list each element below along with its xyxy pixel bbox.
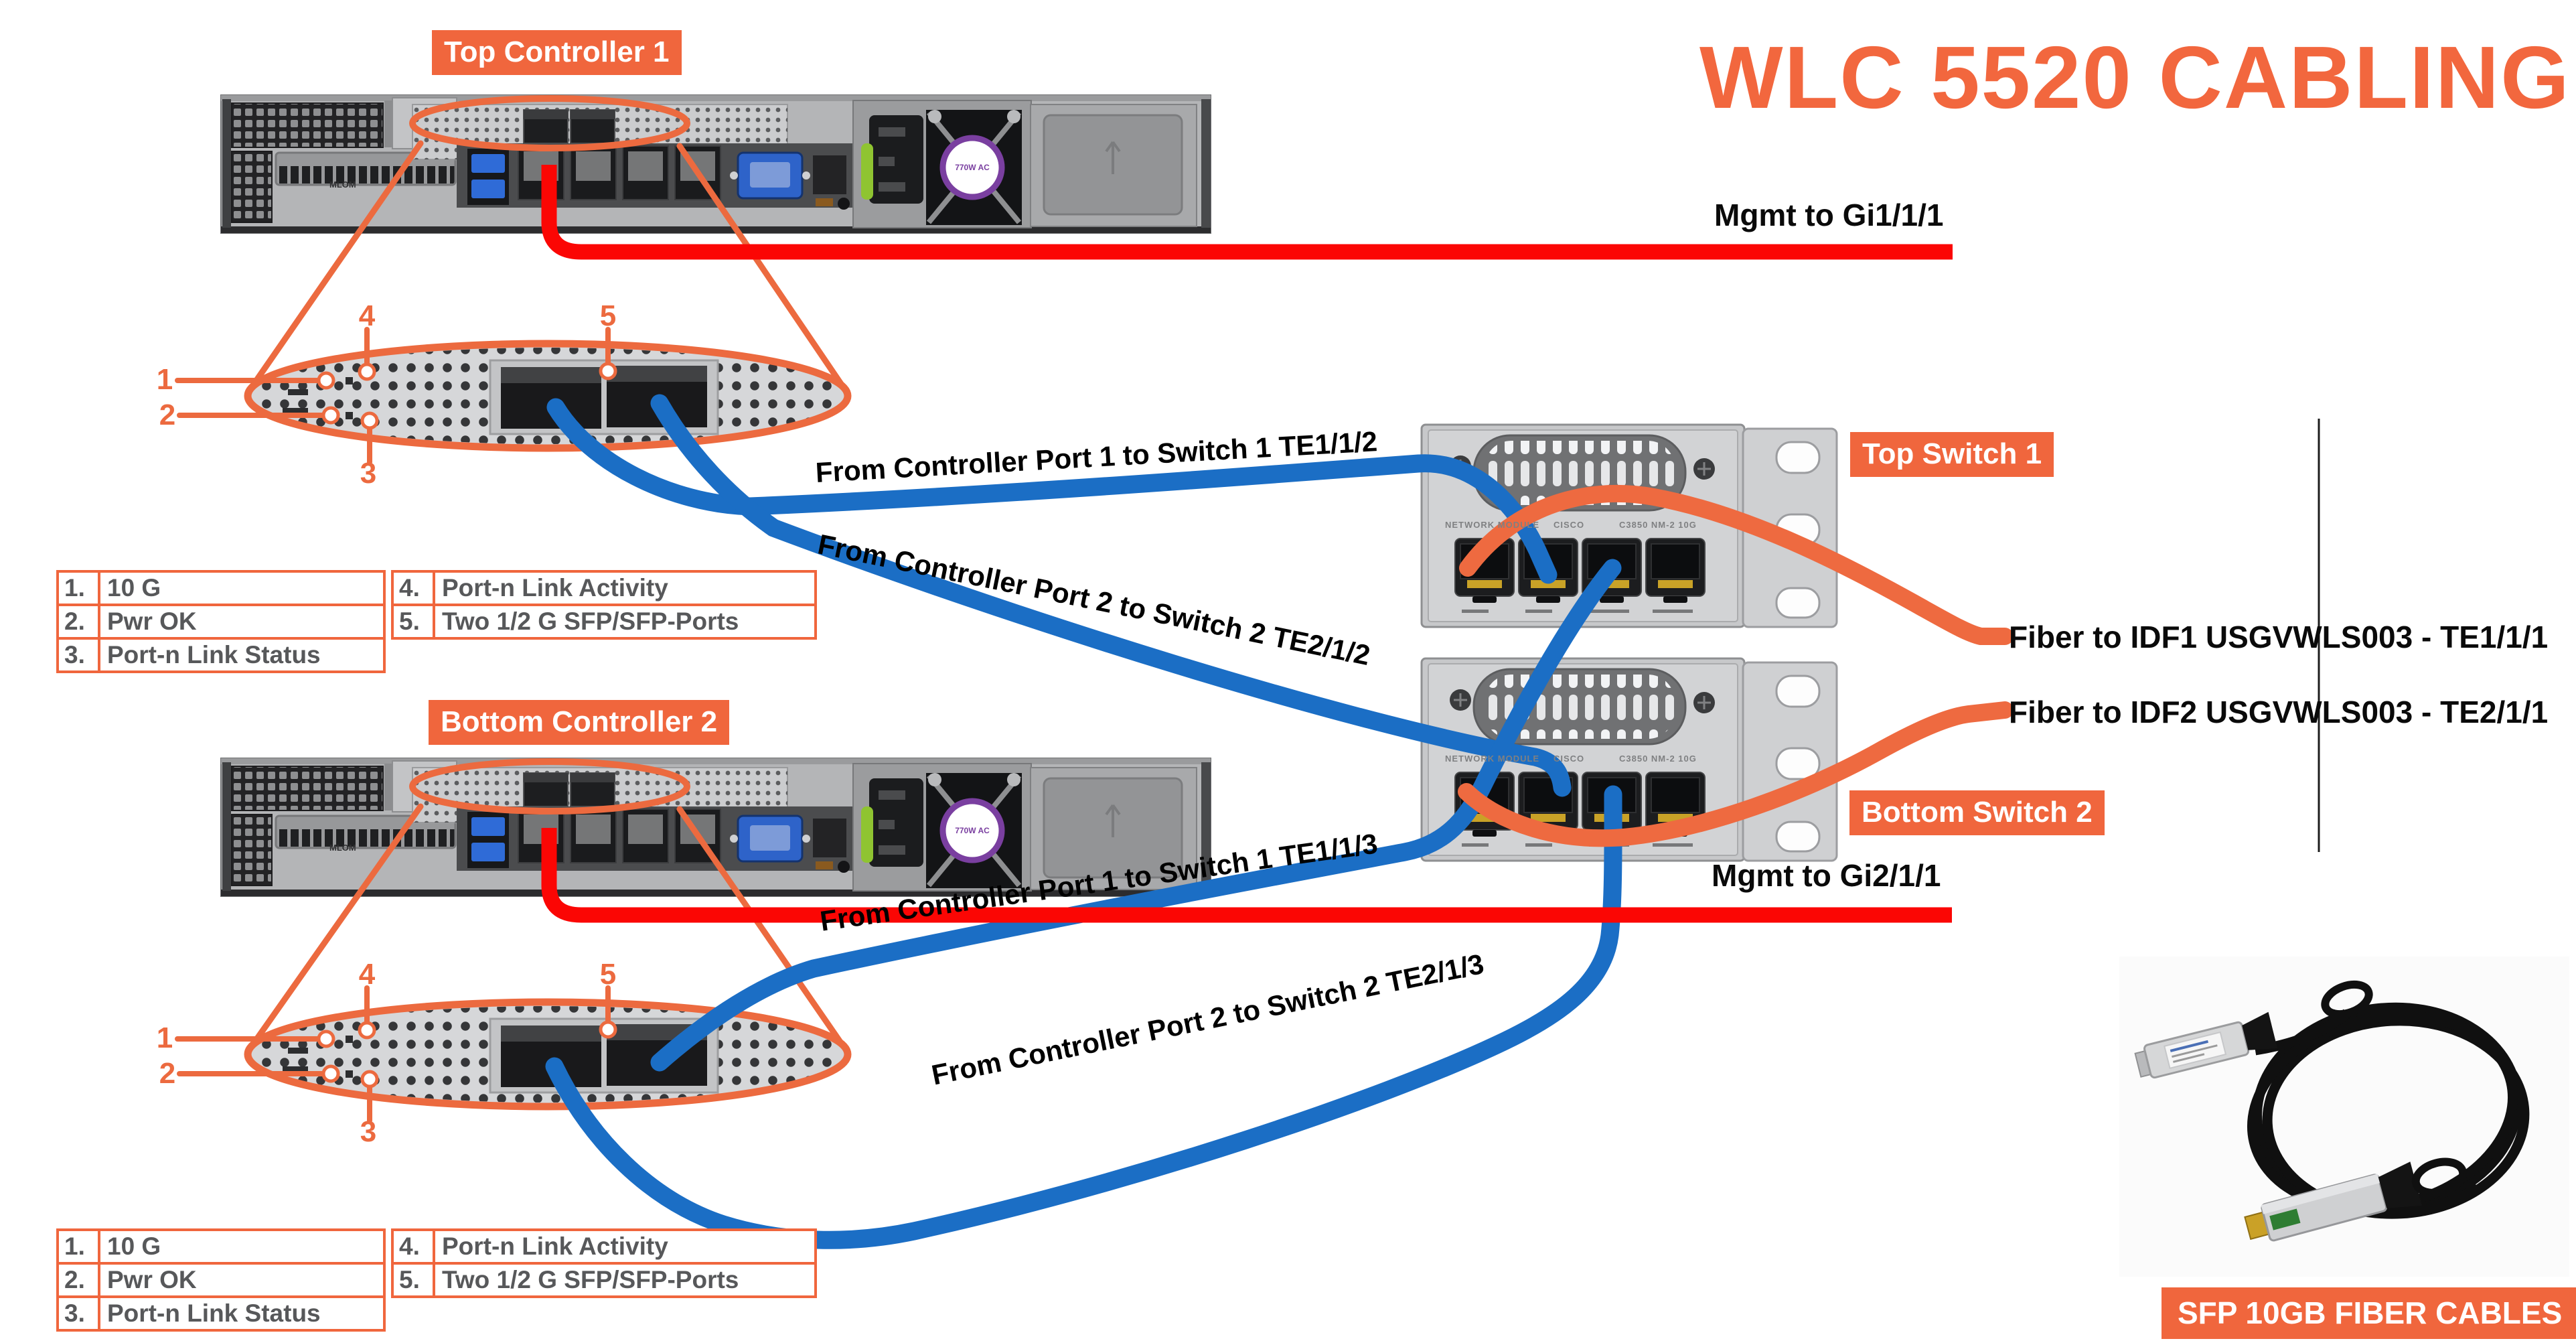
callout-2: 2 — [159, 1057, 176, 1090]
legend-table-bottom: 1. 10 G 2. Pwr OK 3. Port-n Link Status … — [56, 1228, 817, 1332]
legend-num: 2. — [56, 604, 100, 640]
fiber-cable-2 — [1458, 701, 2014, 847]
cable-ctrl2-port1 — [650, 559, 1622, 1072]
legend-num: 4. — [391, 570, 435, 606]
cable-ctrl1-port2 — [650, 394, 1572, 797]
legend-num: 1. — [56, 570, 100, 606]
legend-row: 4. Port-n Link Activity — [391, 570, 817, 606]
legend-label: Two 1/2 G SFP/SFP-Ports — [433, 1262, 817, 1298]
cable-mgmt-2 — [541, 828, 1952, 923]
legend-table-top: 1. 10 G 2. Pwr OK 3. Port-n Link Status … — [56, 570, 817, 673]
legend-row: 3. Port-n Link Status — [56, 1295, 386, 1332]
cable-mgmt-1 — [541, 165, 1953, 260]
callout-2: 2 — [159, 399, 176, 431]
mgmt1-label: Mgmt to Gi1/1/1 — [1714, 198, 1944, 232]
cable-ctrl2-port2 — [545, 785, 1622, 1249]
fiber-cable-1 — [1459, 484, 2014, 645]
legend-num: 2. — [56, 1262, 100, 1298]
legend-row: 5. Two 1/2 G SFP/SFP-Ports — [391, 1262, 817, 1298]
switch1-module-text-center: CISCO — [1554, 520, 1585, 530]
legend-row: 1. 10 G — [56, 570, 386, 606]
mgmt2-label: Mgmt to Gi2/1/1 — [1712, 858, 1941, 893]
callout-1: 1 — [156, 1021, 173, 1054]
callout-4: 4 — [358, 958, 376, 991]
legend-row: 2. Pwr OK — [56, 604, 386, 640]
switch2-module-text-right: C3850 NM-2 10G — [1619, 754, 1697, 764]
tag-top-controller: Top Controller 1 — [432, 30, 682, 75]
port-highlight-ellipses — [251, 95, 846, 1048]
callout-1: 1 — [156, 363, 173, 396]
tag-bottom-switch: Bottom Switch 2 — [1849, 790, 2105, 835]
tag-sfp-cables: SFP 10GB FIBER CABLES — [2162, 1287, 2576, 1339]
fiber1-label: Fiber to IDF1 USGVWLS003 - TE1/1/1 — [2009, 620, 2549, 654]
switch2-module-text-left: NETWORK MODULE — [1445, 754, 1540, 764]
fiber2-label: Fiber to IDF2 USGVWLS003 - TE2/1/1 — [2009, 695, 2549, 729]
legend-label: Port-n Link Activity — [433, 570, 817, 606]
legend-label: Pwr OK — [98, 604, 386, 640]
mlom-label-bottom: MLOM — [329, 843, 356, 853]
page-title: WLC 5520 CABLING — [1699, 28, 2571, 127]
legend-label: 10 G — [98, 1228, 386, 1265]
switch1-module-text-left: NETWORK MODULE — [1445, 520, 1540, 530]
legend-row: 3. Port-n Link Status — [56, 637, 386, 673]
callout-5: 5 — [599, 299, 617, 332]
legend-row: 1. 10 G — [56, 1228, 386, 1265]
callout-5: 5 — [599, 958, 617, 991]
callout-3: 3 — [360, 1115, 377, 1148]
legend-row: 4. Port-n Link Activity — [391, 1228, 817, 1265]
legend-label: Pwr OK — [98, 1262, 386, 1298]
legend-num: 3. — [56, 1295, 100, 1332]
tag-bottom-controller: Bottom Controller 2 — [429, 700, 730, 745]
legend-label: 10 G — [98, 570, 386, 606]
legend-num: 5. — [391, 604, 435, 640]
legend-label: Port-n Link Status — [98, 637, 386, 673]
legend-label: Two 1/2 G SFP/SFP-Ports — [433, 604, 817, 640]
psu-label-bottom: 770W AC — [955, 826, 990, 835]
cable-ctrl1-port1 — [546, 398, 1558, 584]
switch1-module-text-right: C3850 NM-2 10G — [1619, 520, 1697, 530]
psu-label-top: 770W AC — [955, 163, 990, 172]
legend-num: 4. — [391, 1228, 435, 1265]
callout-4: 4 — [358, 299, 376, 332]
sfp-cable-image — [2119, 957, 2569, 1277]
callout-3: 3 — [360, 457, 377, 490]
legend-num: 1. — [56, 1228, 100, 1265]
legend-num: 5. — [391, 1262, 435, 1298]
legend-label: Port-n Link Activity — [433, 1228, 817, 1265]
legend-row: 5. Two 1/2 G SFP/SFP-Ports — [391, 604, 817, 640]
tag-top-switch: Top Switch 1 — [1850, 432, 2054, 477]
legend-num: 3. — [56, 637, 100, 673]
mlom-label-top: MLOM — [329, 180, 356, 190]
legend-label: Port-n Link Status — [98, 1295, 386, 1332]
switch2-module-text-center: CISCO — [1554, 754, 1585, 764]
legend-row: 2. Pwr OK — [56, 1262, 386, 1298]
